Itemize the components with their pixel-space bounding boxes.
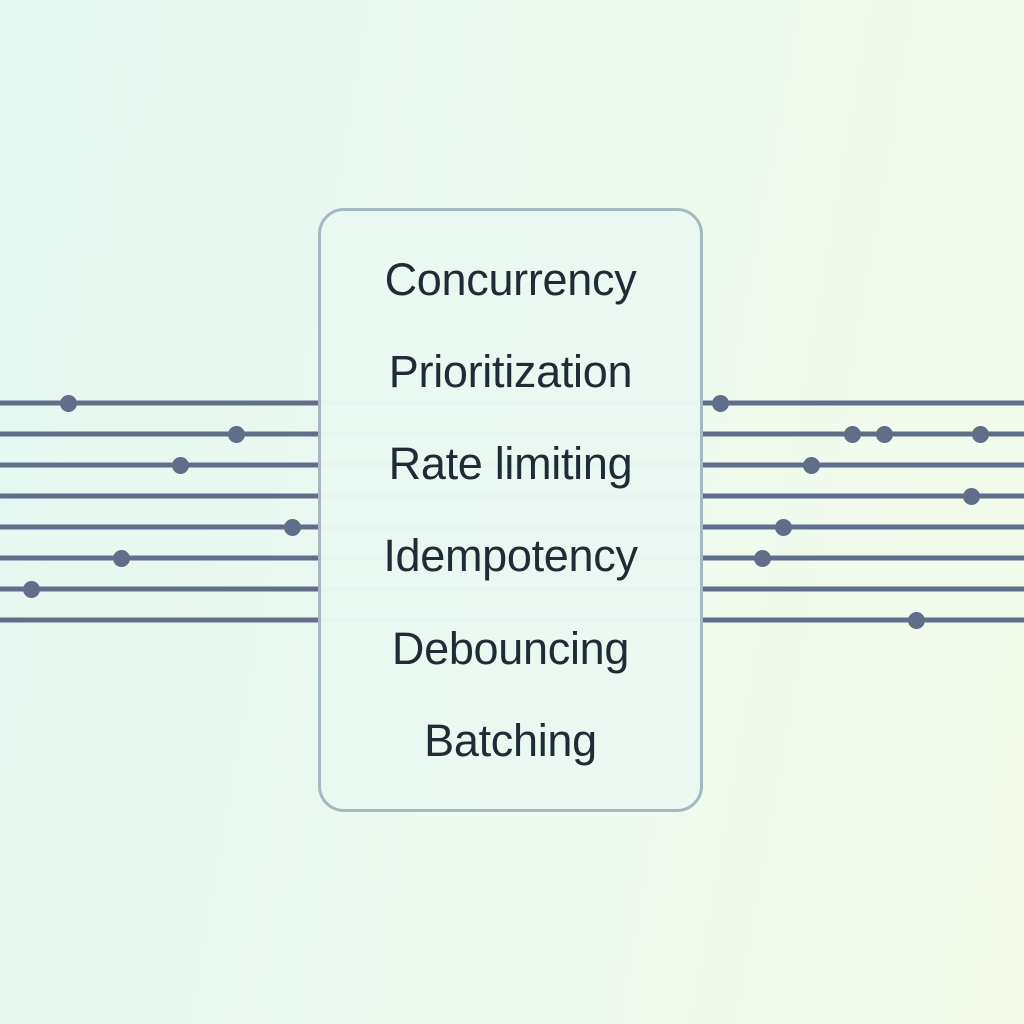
request-dot xyxy=(22,580,40,598)
request-dot xyxy=(112,549,130,567)
request-dot xyxy=(711,394,729,412)
lane-segment-left xyxy=(0,524,318,530)
request-dot xyxy=(971,425,989,443)
request-dot xyxy=(843,425,861,443)
card-label-idempotency: Idempotency xyxy=(383,530,638,582)
request-dot xyxy=(774,518,792,536)
lane-segment-right xyxy=(703,493,1024,499)
lane-segment-left xyxy=(0,617,318,623)
concepts-card[interactable]: Concurrency Prioritization Rate limiting… xyxy=(318,208,703,812)
card-label-batching: Batching xyxy=(424,714,597,766)
lane-segment-right xyxy=(703,586,1024,592)
lane-segment-right xyxy=(703,431,1024,437)
card-label-debouncing: Debouncing xyxy=(391,622,630,674)
lane-segment-left xyxy=(0,493,318,499)
card-label-rate-limiting: Rate limiting xyxy=(388,438,633,490)
request-dot xyxy=(171,456,189,474)
lane-segment-right xyxy=(703,400,1024,406)
request-dot xyxy=(283,518,301,536)
lane-segment-left xyxy=(0,400,318,406)
lane-segment-right xyxy=(703,617,1024,623)
request-dot xyxy=(907,611,925,629)
lane-segment-right xyxy=(703,524,1024,530)
lane-segment-right xyxy=(703,462,1024,468)
request-dot xyxy=(227,425,245,443)
request-dot xyxy=(802,456,820,474)
lane-segment-right xyxy=(703,555,1024,561)
request-dot xyxy=(59,394,77,412)
request-dot xyxy=(962,487,980,505)
lane-segment-left xyxy=(0,555,318,561)
lane-segment-left xyxy=(0,462,318,468)
request-dot xyxy=(753,549,771,567)
card-label-concurrency: Concurrency xyxy=(384,253,637,305)
card-label-prioritization: Prioritization xyxy=(388,346,633,398)
lane-segment-left xyxy=(0,431,318,437)
lane-segment-left xyxy=(0,586,318,592)
request-dot xyxy=(875,425,893,443)
